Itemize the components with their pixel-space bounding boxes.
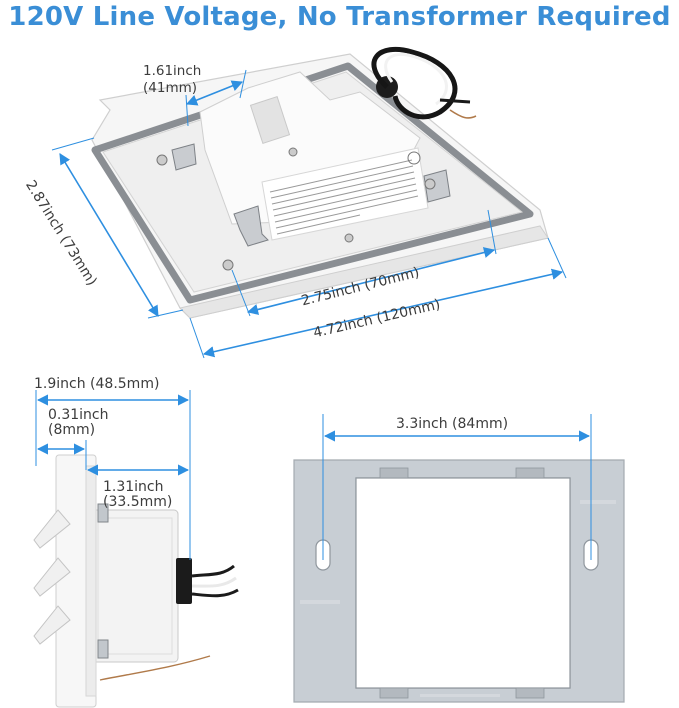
faceplate-label-line2: (8mm) <box>48 422 96 438</box>
depth-dimension-label: 1.61inch (41mm) <box>143 63 201 97</box>
total-depth-dimension-label: 1.9inch (48.5mm) <box>34 376 160 392</box>
dimension-lines-bracket <box>322 414 592 560</box>
dimension-lines-top <box>51 69 567 359</box>
depth-label-text: 1.61inch (41mm) <box>143 63 202 96</box>
faceplate-label-line1: 0.31inch <box>48 407 109 423</box>
page-title: 120V Line Voltage, No Transformer Requir… <box>8 2 671 32</box>
housing-label-line1: 1.31inch <box>103 479 164 495</box>
faceplate-dimension-label: 0.31inch (8mm) <box>48 408 109 438</box>
dimension-lines-side <box>35 390 191 560</box>
housing-label-line2: (33.5mm) <box>103 494 173 510</box>
housing-dimension-label: 1.31inch (33.5mm) <box>103 480 172 510</box>
mounting-bracket <box>293 459 625 703</box>
fixture-side-view <box>33 454 239 708</box>
bracket-width-dimension-label: 3.3inch (84mm) <box>396 416 509 432</box>
